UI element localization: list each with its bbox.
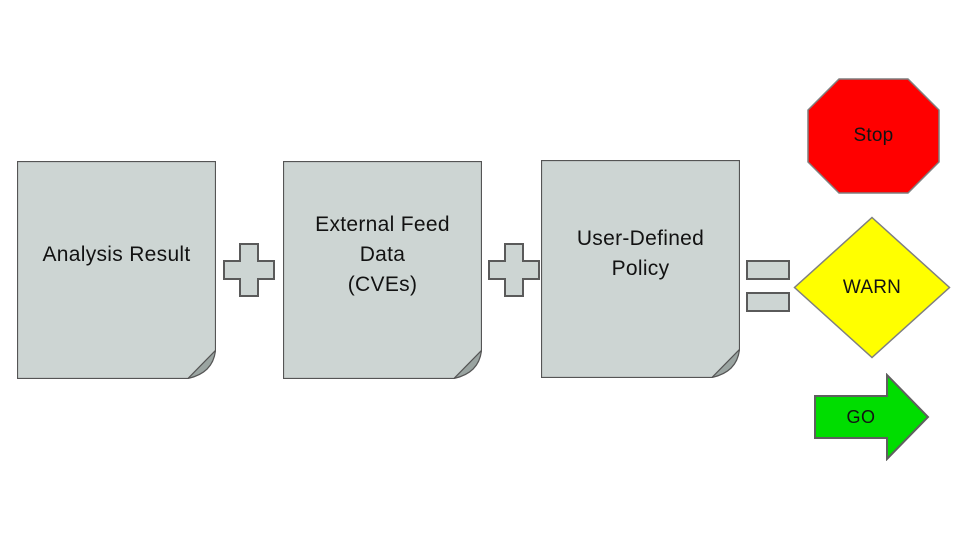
folded-corner (452, 349, 482, 379)
outcome-warn-diamond: WARN (793, 216, 951, 359)
document-body (17, 161, 216, 379)
octagon-shape (807, 78, 940, 194)
document-body (283, 161, 482, 379)
equals-bar-bottom (746, 292, 790, 312)
outcome-stop-octagon: Stop (807, 78, 940, 194)
equals-bars (746, 260, 790, 312)
document-shape (541, 160, 740, 378)
plus-icon (488, 243, 540, 297)
equals-bar-top (746, 260, 790, 280)
document-shape (17, 161, 216, 379)
arrow-shape (814, 373, 930, 461)
document-external-feed-data: External Feed Data (CVEs) (283, 161, 482, 379)
diamond-shape (793, 216, 951, 359)
outcome-go-arrow: GO (814, 373, 930, 461)
folded-corner (710, 348, 740, 378)
plus-shape (488, 243, 540, 297)
document-shape (283, 161, 482, 379)
equals-icon (746, 260, 790, 312)
plus-icon (223, 243, 275, 297)
document-user-defined-policy: User-Defined Policy (541, 160, 740, 378)
folded-corner (186, 349, 216, 379)
document-body (541, 160, 740, 378)
plus-shape (223, 243, 275, 297)
document-analysis-result: Analysis Result (17, 161, 216, 379)
